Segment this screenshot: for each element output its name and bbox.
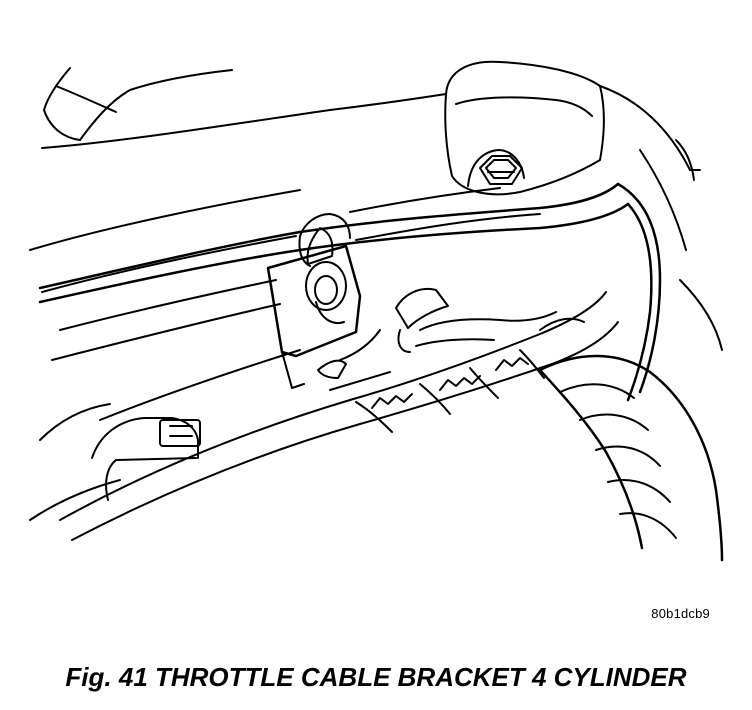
throttle-cable-bracket-illustration [29,60,724,562]
throttle-cable [38,182,662,402]
engine-housing-outline [29,67,541,521]
image-reference-code: 80b1dcb9 [651,606,710,621]
right-side-lines [599,85,723,351]
cable-clip [317,288,449,379]
figure-caption: Fig. 41 THROTTLE CABLE BRACKET 4 CYLINDE… [65,662,687,692]
sensor-connector [91,417,201,501]
valve-cover-boss [444,60,605,196]
throttle-cable-bracket [266,213,362,389]
bolt-head [479,155,523,185]
wiring-harness [59,291,619,541]
air-intake-hose [538,354,724,562]
